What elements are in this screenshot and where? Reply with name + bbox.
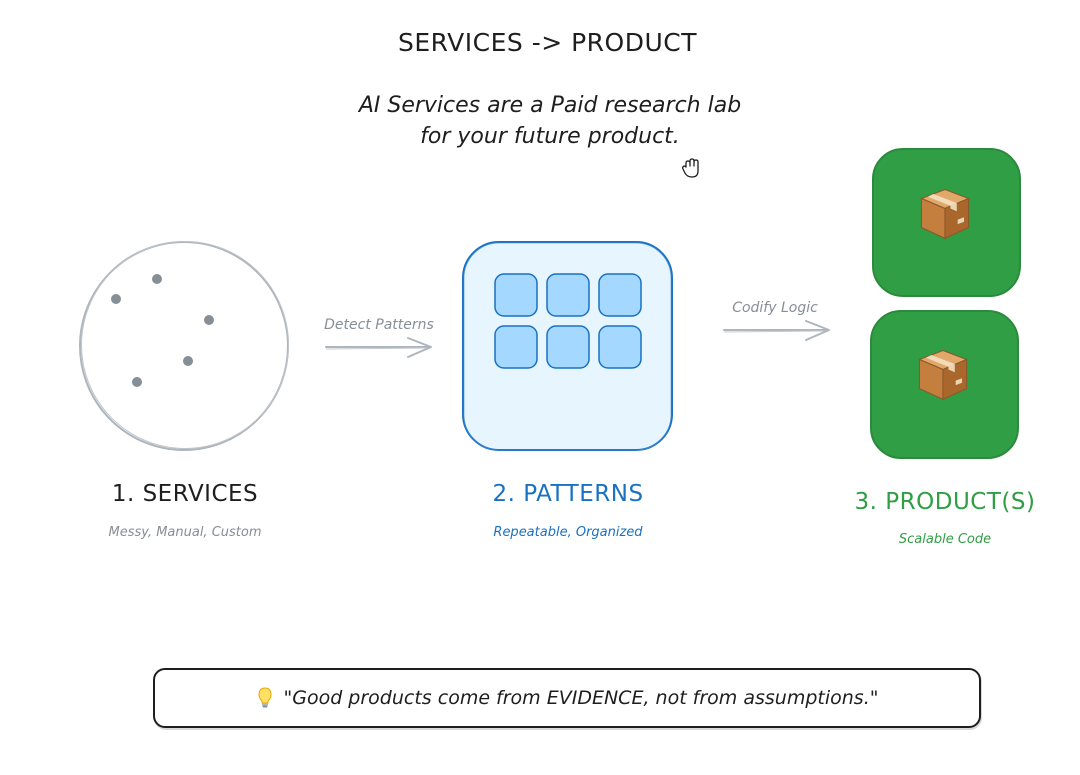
scatter-dot: [152, 274, 162, 284]
arrow-detect-patterns: [325, 337, 432, 358]
lightbulb-icon: [257, 687, 272, 708]
pattern-block: [598, 325, 642, 369]
services-circle-group: [79, 241, 289, 451]
page-title: SERVICES -> PRODUCT: [397, 28, 698, 57]
package-icon: [917, 349, 969, 401]
page-subtitle: AI Services are a Paid research lab for …: [300, 90, 800, 152]
quote-callout: "Good products come from EVIDENCE, not f…: [153, 668, 981, 728]
hand-cursor-icon: [682, 158, 699, 178]
subtitle-line: for your future product.: [420, 124, 680, 149]
package-icon: [919, 188, 971, 240]
scatter-dot: [132, 377, 142, 387]
stage-services-description: Messy, Manual, Custom: [108, 525, 262, 540]
services-circle: [79, 241, 289, 451]
services-circle: [81, 241, 289, 449]
quote-text: "Good products come from EVIDENCE, not f…: [283, 687, 879, 709]
stage-products-description: Scalable Code: [898, 532, 992, 547]
stage-products-title: 3. PRODUCT(S): [854, 489, 1036, 515]
scatter-dot: [111, 294, 121, 304]
pattern-block: [546, 273, 590, 317]
pattern-block: [598, 273, 642, 317]
patterns-box-group: [462, 241, 673, 451]
arrow-label-detect-patterns: Detect Patterns: [324, 317, 434, 333]
pattern-block: [494, 325, 538, 369]
scatter-dot: [183, 356, 193, 366]
stage-services-title: 1. SERVICES: [111, 481, 259, 507]
stage-patterns-title: 2. PATTERNS: [492, 481, 644, 507]
subtitle-line: AI Services are a Paid research lab: [358, 93, 742, 118]
pattern-block: [494, 273, 538, 317]
stage-patterns-description: Repeatable, Organized: [493, 525, 643, 540]
scatter-dot: [204, 315, 214, 325]
arrow-codify-logic: [723, 320, 830, 341]
arrow-label-codify-logic: Codify Logic: [732, 300, 818, 316]
pattern-block: [546, 325, 590, 369]
